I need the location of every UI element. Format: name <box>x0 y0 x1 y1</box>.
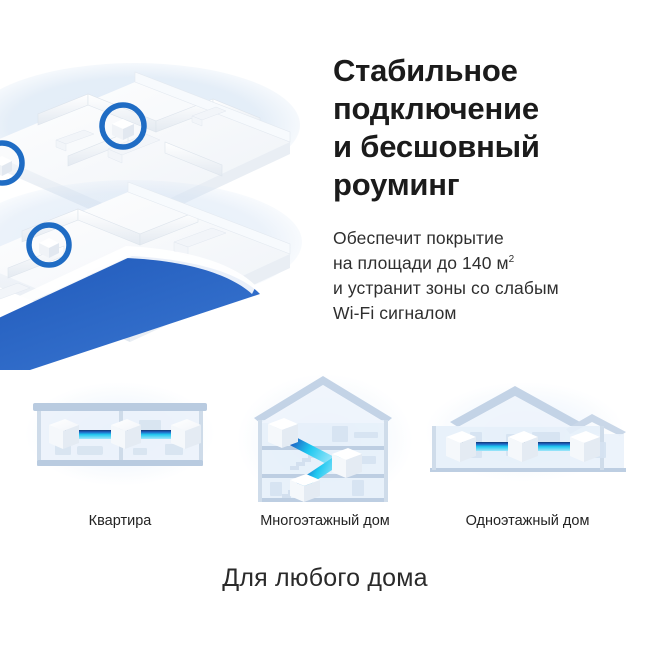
upper-floor <box>0 71 291 228</box>
mesh-unit <box>446 431 476 462</box>
mesh-unit <box>508 431 538 462</box>
apartment-icon <box>15 370 225 510</box>
single-story-house-icon <box>420 370 635 510</box>
headline-line-3: и бесшовный <box>333 129 540 164</box>
description-line-3: Wi-Fi сигналом <box>333 303 457 323</box>
brand-blue-base <box>0 246 260 370</box>
footer-title: Для любого дома <box>222 564 428 592</box>
mesh-unit <box>111 419 141 449</box>
page-title: Стабильное подключение и бесшовный роуми… <box>333 52 633 204</box>
headline-line-2: подключение <box>333 91 539 126</box>
mesh-unit <box>171 419 201 449</box>
hero-description: Обеспечит покрытие на площади до 140 м2 … <box>333 226 633 326</box>
headline-line-4: роуминг <box>333 167 460 202</box>
description-line-1: Обеспечит покрытие <box>333 228 504 248</box>
home-type-caption: Одноэтажный дом <box>465 513 590 529</box>
hero-illustration <box>0 20 320 370</box>
mesh-node-upper-right <box>99 102 147 150</box>
mesh-unit <box>290 474 320 502</box>
area-superscript: 2 <box>508 254 515 266</box>
area-text: на площади до 140 м <box>333 253 509 273</box>
home-type-single-story: Одноэтажный дом <box>420 370 635 540</box>
home-types-row: Квартира <box>0 370 650 540</box>
home-type-caption: Многоэтажный дом <box>260 513 390 529</box>
home-type-caption: Квартира <box>88 513 152 529</box>
mesh-unit <box>49 419 79 449</box>
home-type-multistory: Многоэтажный дом <box>220 370 430 540</box>
multistory-house-icon <box>220 370 430 510</box>
mesh-unit <box>268 418 298 448</box>
mesh-unit <box>332 448 362 478</box>
mesh-node-upper-left <box>0 140 25 186</box>
mesh-node-lower <box>26 222 72 268</box>
description-line-2: и устранит зоны со слабым <box>333 278 559 298</box>
headline-line-1: Стабильное <box>333 53 518 88</box>
description-line-area: на площади до 140 м2 <box>333 253 514 273</box>
hero-copy: Стабильное подключение и бесшовный роуми… <box>333 52 633 326</box>
mesh-unit <box>570 431 600 462</box>
home-type-apartment: Квартира <box>15 370 225 540</box>
